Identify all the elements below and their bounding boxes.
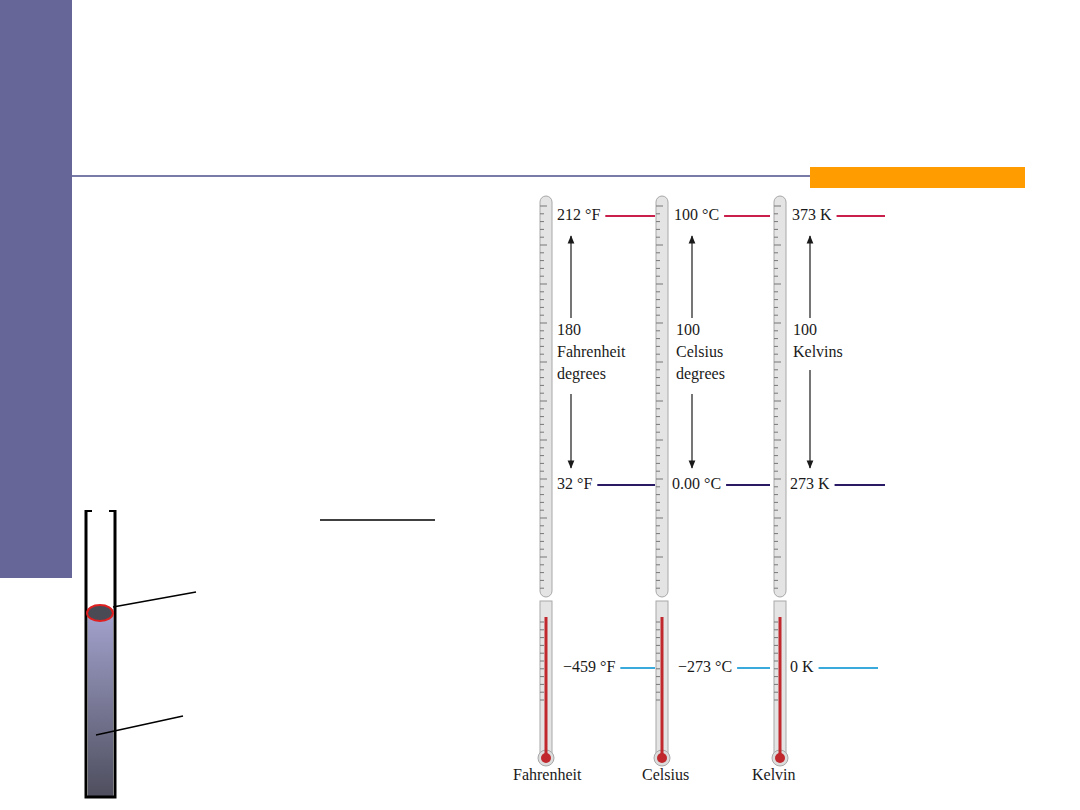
scale-label: 32 °F [557, 473, 592, 495]
level-line [726, 484, 770, 486]
scale-label: −459 °F [563, 656, 615, 678]
level-line [597, 484, 655, 486]
scale-label: Fahrenheit [513, 764, 581, 786]
scale-label: 373 K [792, 204, 832, 226]
scale-label: 100 °C [674, 204, 719, 226]
thermometer [654, 196, 670, 766]
scale-label: Kelvin [752, 764, 796, 786]
level-line [605, 215, 655, 217]
level-line [837, 215, 885, 217]
level-line [620, 667, 655, 669]
thermometers [538, 196, 788, 766]
level-line [835, 484, 885, 486]
level-lines [597, 216, 885, 668]
scale-label: 100 Kelvins [793, 319, 843, 363]
underline [320, 519, 435, 521]
scale-label: 0 K [790, 656, 814, 678]
level-line [737, 667, 770, 669]
scale-label: 0.00 °C [672, 473, 721, 495]
level-line [819, 667, 878, 669]
side-bar [0, 0, 72, 578]
thermometer [772, 196, 788, 766]
thermometer [538, 196, 554, 766]
scale-label: −273 °C [678, 656, 732, 678]
scale-label: 273 K [790, 473, 830, 495]
level-line [724, 215, 770, 217]
accent-bar [810, 167, 1025, 188]
gas-tube [86, 510, 196, 797]
scale-label: 180 Fahrenheit degrees [557, 319, 625, 385]
scale-label: 100 Celsius degrees [676, 319, 725, 385]
scale-label: Celsius [642, 764, 689, 786]
scale-label: 212 °F [557, 204, 600, 226]
